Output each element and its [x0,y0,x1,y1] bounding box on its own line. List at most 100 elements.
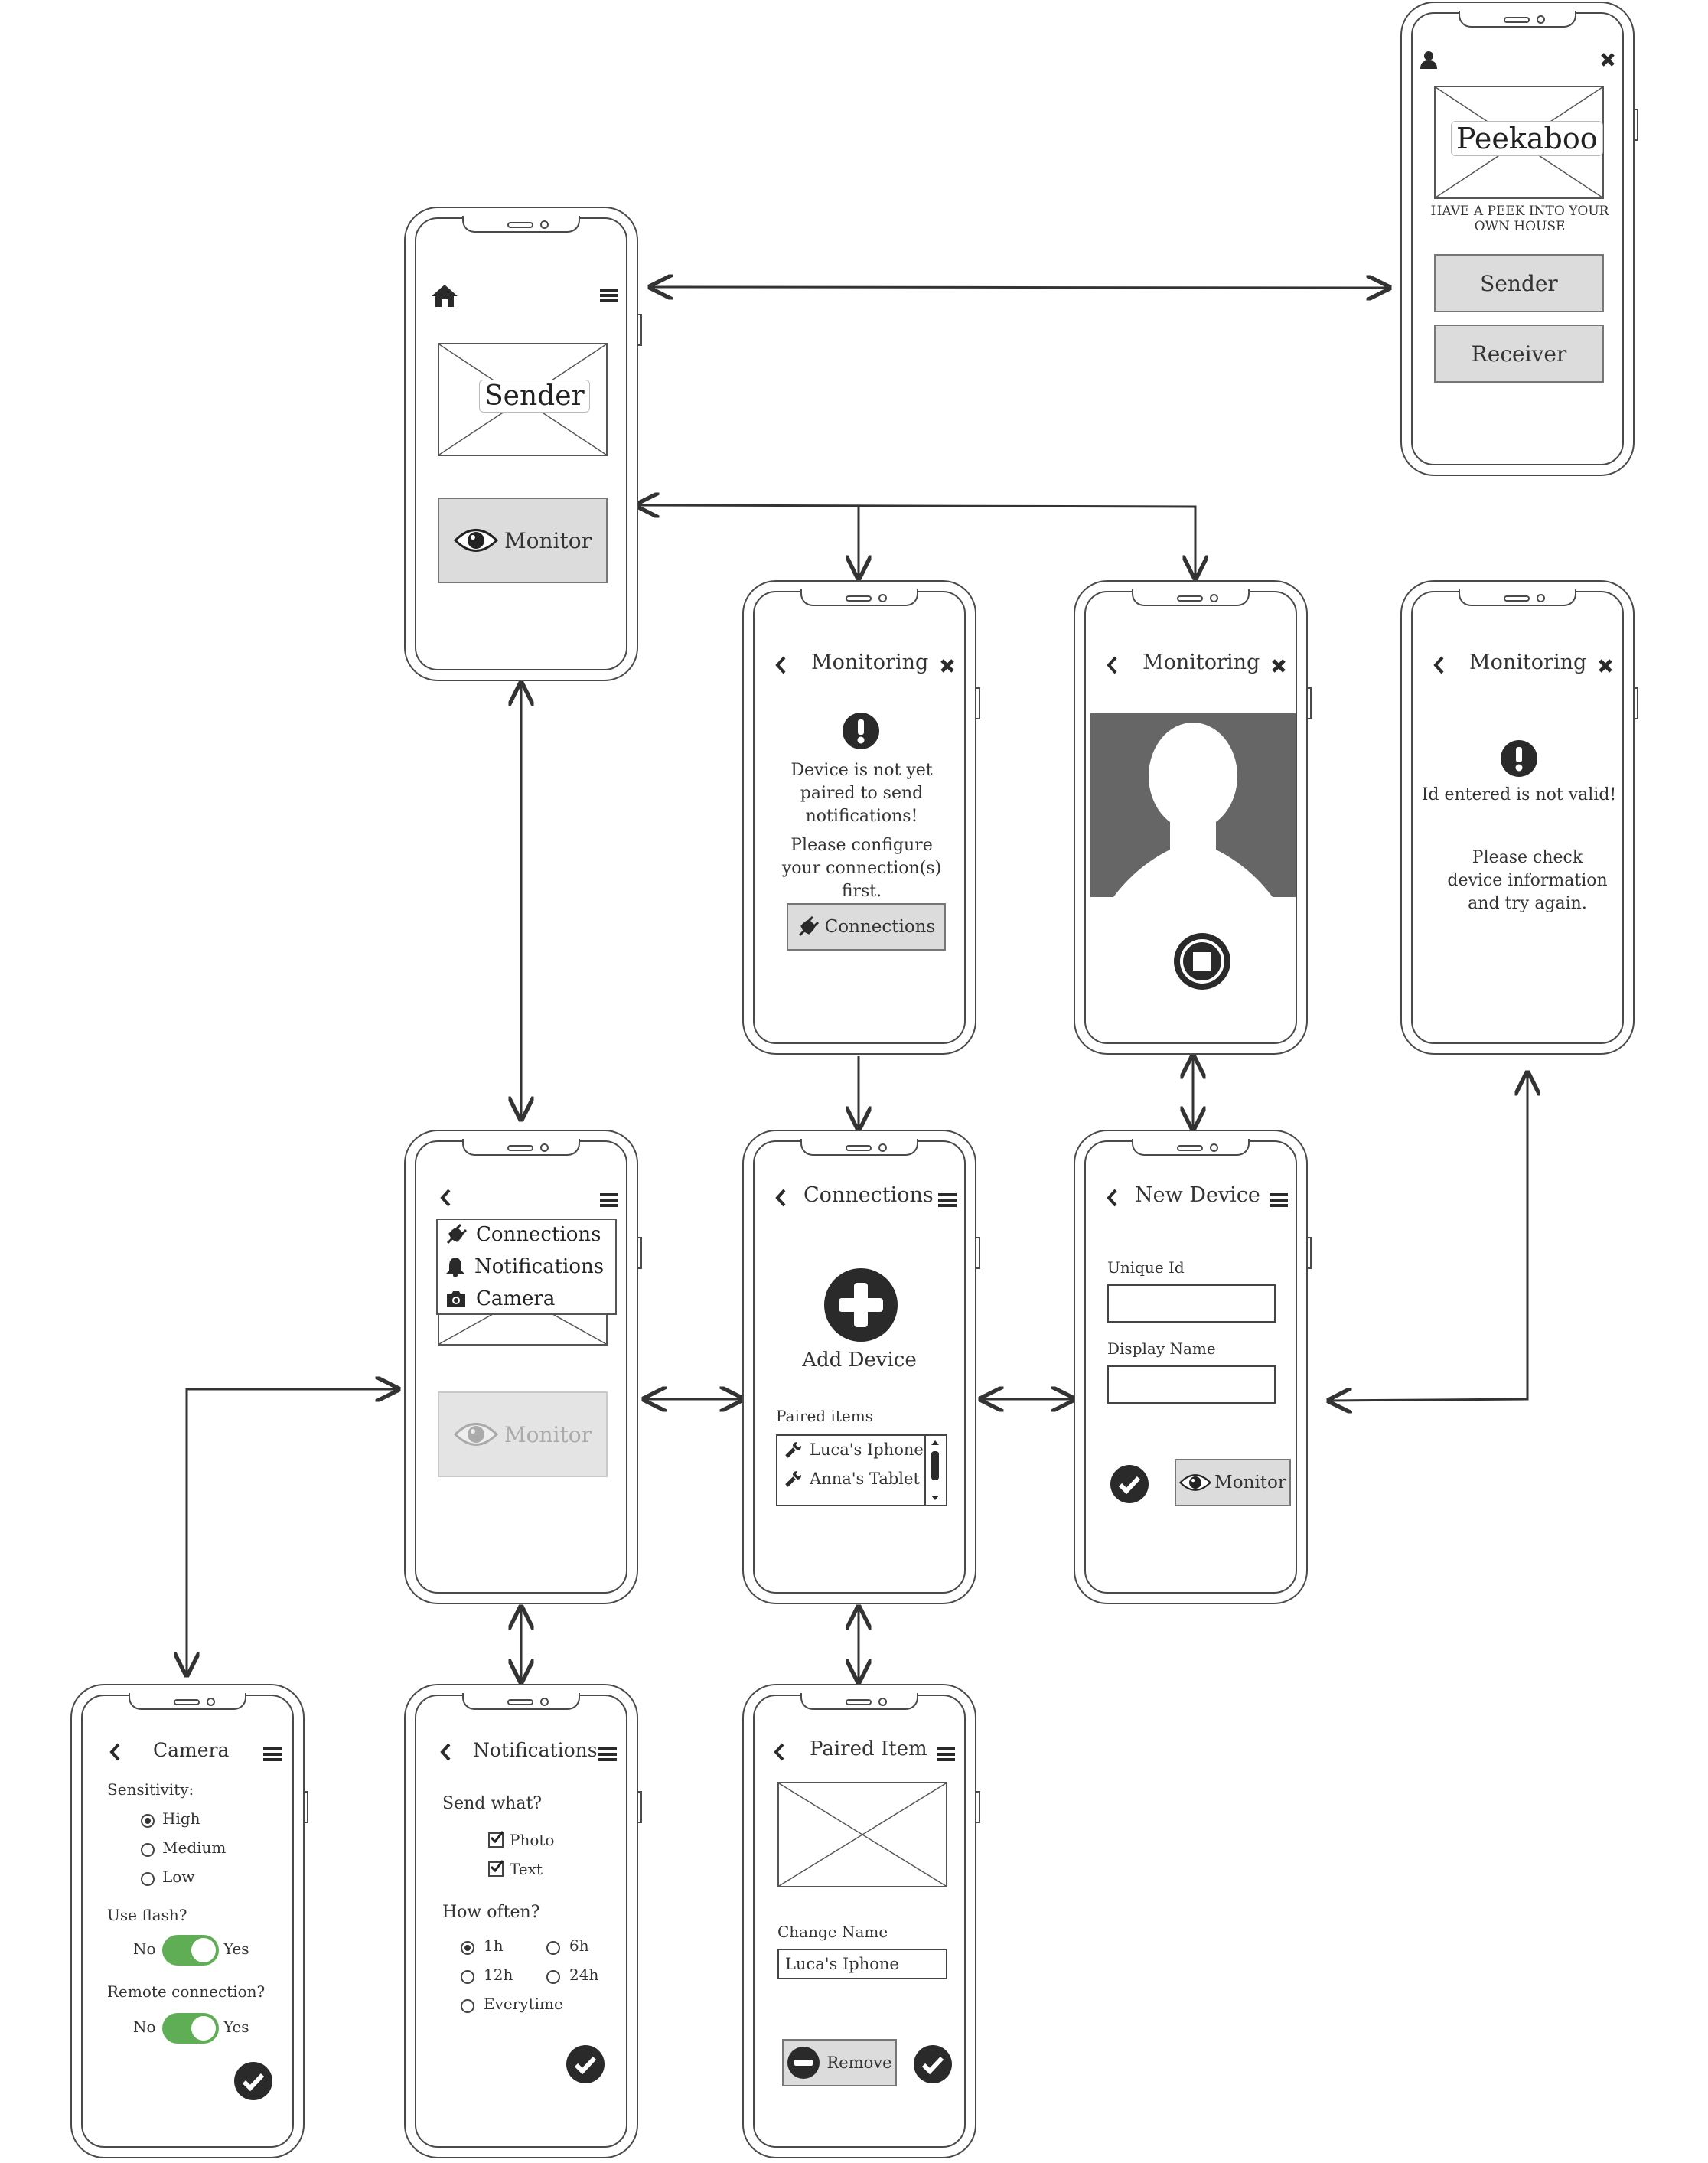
check-hint: Please check device information and try … [1447,848,1608,913]
minus-circle-icon [787,2046,820,2080]
radio-medium[interactable] [141,1843,155,1857]
radio-12h[interactable] [461,1970,474,1984]
receiver-button[interactable]: Receiver [1434,325,1604,383]
yes-label: Yes [223,1940,249,1958]
close-icon[interactable] [940,658,955,674]
add-device-icon[interactable] [823,1267,898,1342]
hamburger-icon[interactable] [937,1747,955,1762]
plug-icon [797,916,819,938]
back-icon[interactable] [773,1742,785,1762]
back-icon[interactable] [109,1742,121,1762]
hamburger-icon[interactable] [938,1192,957,1208]
close-icon[interactable] [1271,658,1286,674]
sender-button[interactable]: Sender [1434,254,1604,312]
remote-label: Remote connection? [107,1982,266,2001]
yes-label: Yes [223,2018,249,2036]
screen-title: Paired Item [810,1737,927,1760]
hamburger-icon[interactable] [600,1192,618,1208]
option-label: Medium [162,1838,227,1857]
back-icon[interactable] [439,1188,451,1208]
scrollbar[interactable] [924,1436,946,1505]
wrench-icon [785,1441,802,1458]
screen-title: Monitoring [811,651,929,674]
remove-button[interactable]: Remove [782,2039,897,2086]
sensitivity-label: Sensitivity: [107,1780,194,1799]
how-often-label: How often? [442,1903,540,1922]
option-label: 12h [484,1966,513,1984]
logo-image: Peekaboo [1434,86,1604,199]
screen-title: New Device [1135,1183,1260,1207]
checkbox-photo[interactable] [488,1831,504,1848]
home-icon[interactable] [430,283,459,308]
flash-toggle[interactable] [162,1935,219,1966]
back-icon[interactable] [1433,655,1445,675]
checkbox-text[interactable] [488,1860,504,1877]
option-label: 6h [569,1936,589,1955]
display-name-input[interactable] [1107,1365,1276,1404]
wrench-icon [785,1470,802,1487]
stop-icon[interactable] [1173,932,1231,990]
connections-button[interactable]: Connections [787,903,946,951]
list-item[interactable]: Anna's Tablet [785,1470,920,1488]
sender-image: Sender [438,343,608,456]
phone-new-device: New Device Unique Id Display Name Monito… [1074,1130,1312,1604]
hamburger-icon[interactable] [600,288,618,303]
not-paired-message: Device is not yet paired to send notific… [790,761,933,826]
close-icon[interactable] [1598,658,1613,674]
name-input[interactable]: Luca's Iphone [777,1949,947,1979]
back-icon[interactable] [774,655,787,675]
option-label: Low [162,1868,195,1886]
back-icon[interactable] [439,1742,451,1762]
send-what-label: Send what? [442,1794,543,1813]
radio-6h[interactable] [546,1941,560,1955]
monitor-button-disabled: Monitor [438,1391,608,1477]
change-name-label: Change Name [777,1923,888,1941]
option-label: Photo [510,1831,555,1849]
display-name-label: Display Name [1107,1339,1216,1358]
back-icon[interactable] [774,1188,787,1208]
monitor-button[interactable]: Monitor [438,498,608,583]
eye-icon [453,526,498,555]
user-icon[interactable] [1420,51,1437,69]
menu-item-notifications[interactable]: Notifications [445,1255,604,1278]
flash-label: Use flash? [107,1906,187,1924]
confirm-icon[interactable] [234,2062,272,2100]
confirm-icon[interactable] [914,2045,952,2083]
unique-id-input[interactable] [1107,1284,1276,1323]
back-icon[interactable] [1106,655,1118,675]
radio-low[interactable] [141,1872,155,1886]
hamburger-icon[interactable] [1270,1192,1288,1208]
phone-connections: Connections Add Device Paired items Luca… [742,1130,980,1604]
phone-paired-item: Paired Item Change Name Luca's Iphone Re… [742,1684,980,2158]
hamburger-icon[interactable] [263,1747,282,1762]
camera-icon [445,1290,467,1308]
menu-item-connections[interactable]: Connections [445,1223,601,1246]
screen-title: Camera [153,1739,230,1761]
option-label: Text [510,1860,543,1878]
screen-title: Monitoring [1142,651,1260,674]
option-label: High [162,1809,200,1828]
radio-high[interactable] [141,1814,155,1828]
confirm-icon[interactable] [566,2045,605,2083]
phone-monitoring-live: Monitoring [1074,580,1312,1055]
plug-icon [445,1224,467,1245]
back-icon[interactable] [1106,1188,1118,1208]
phone-welcome: Peekaboo HAVE A PEEK INTO YOUR OWN HOUSE… [1400,2,1638,476]
hamburger-icon[interactable] [598,1747,617,1762]
add-device-label[interactable]: Add Device [802,1349,917,1372]
menu-item-camera[interactable]: Camera [445,1287,555,1310]
close-icon[interactable] [1600,52,1615,67]
paired-items-list: Luca's Iphone Anna's Tablet [776,1434,947,1506]
dropdown-menu: Connections Notifications Camera [436,1219,617,1315]
phone-notifications: Notifications Send what? Photo Text How … [404,1684,642,2158]
list-item[interactable]: Luca's Iphone [785,1440,924,1459]
radio-everytime[interactable] [461,1999,474,2013]
phone-sender-home: Sender Monitor [404,207,642,681]
radio-1h[interactable] [461,1941,474,1955]
remote-toggle[interactable] [162,2013,219,2044]
monitor-button[interactable]: Monitor [1175,1459,1291,1506]
eye-icon [453,1420,498,1449]
confirm-icon[interactable] [1110,1465,1149,1503]
radio-24h[interactable] [546,1970,560,1984]
